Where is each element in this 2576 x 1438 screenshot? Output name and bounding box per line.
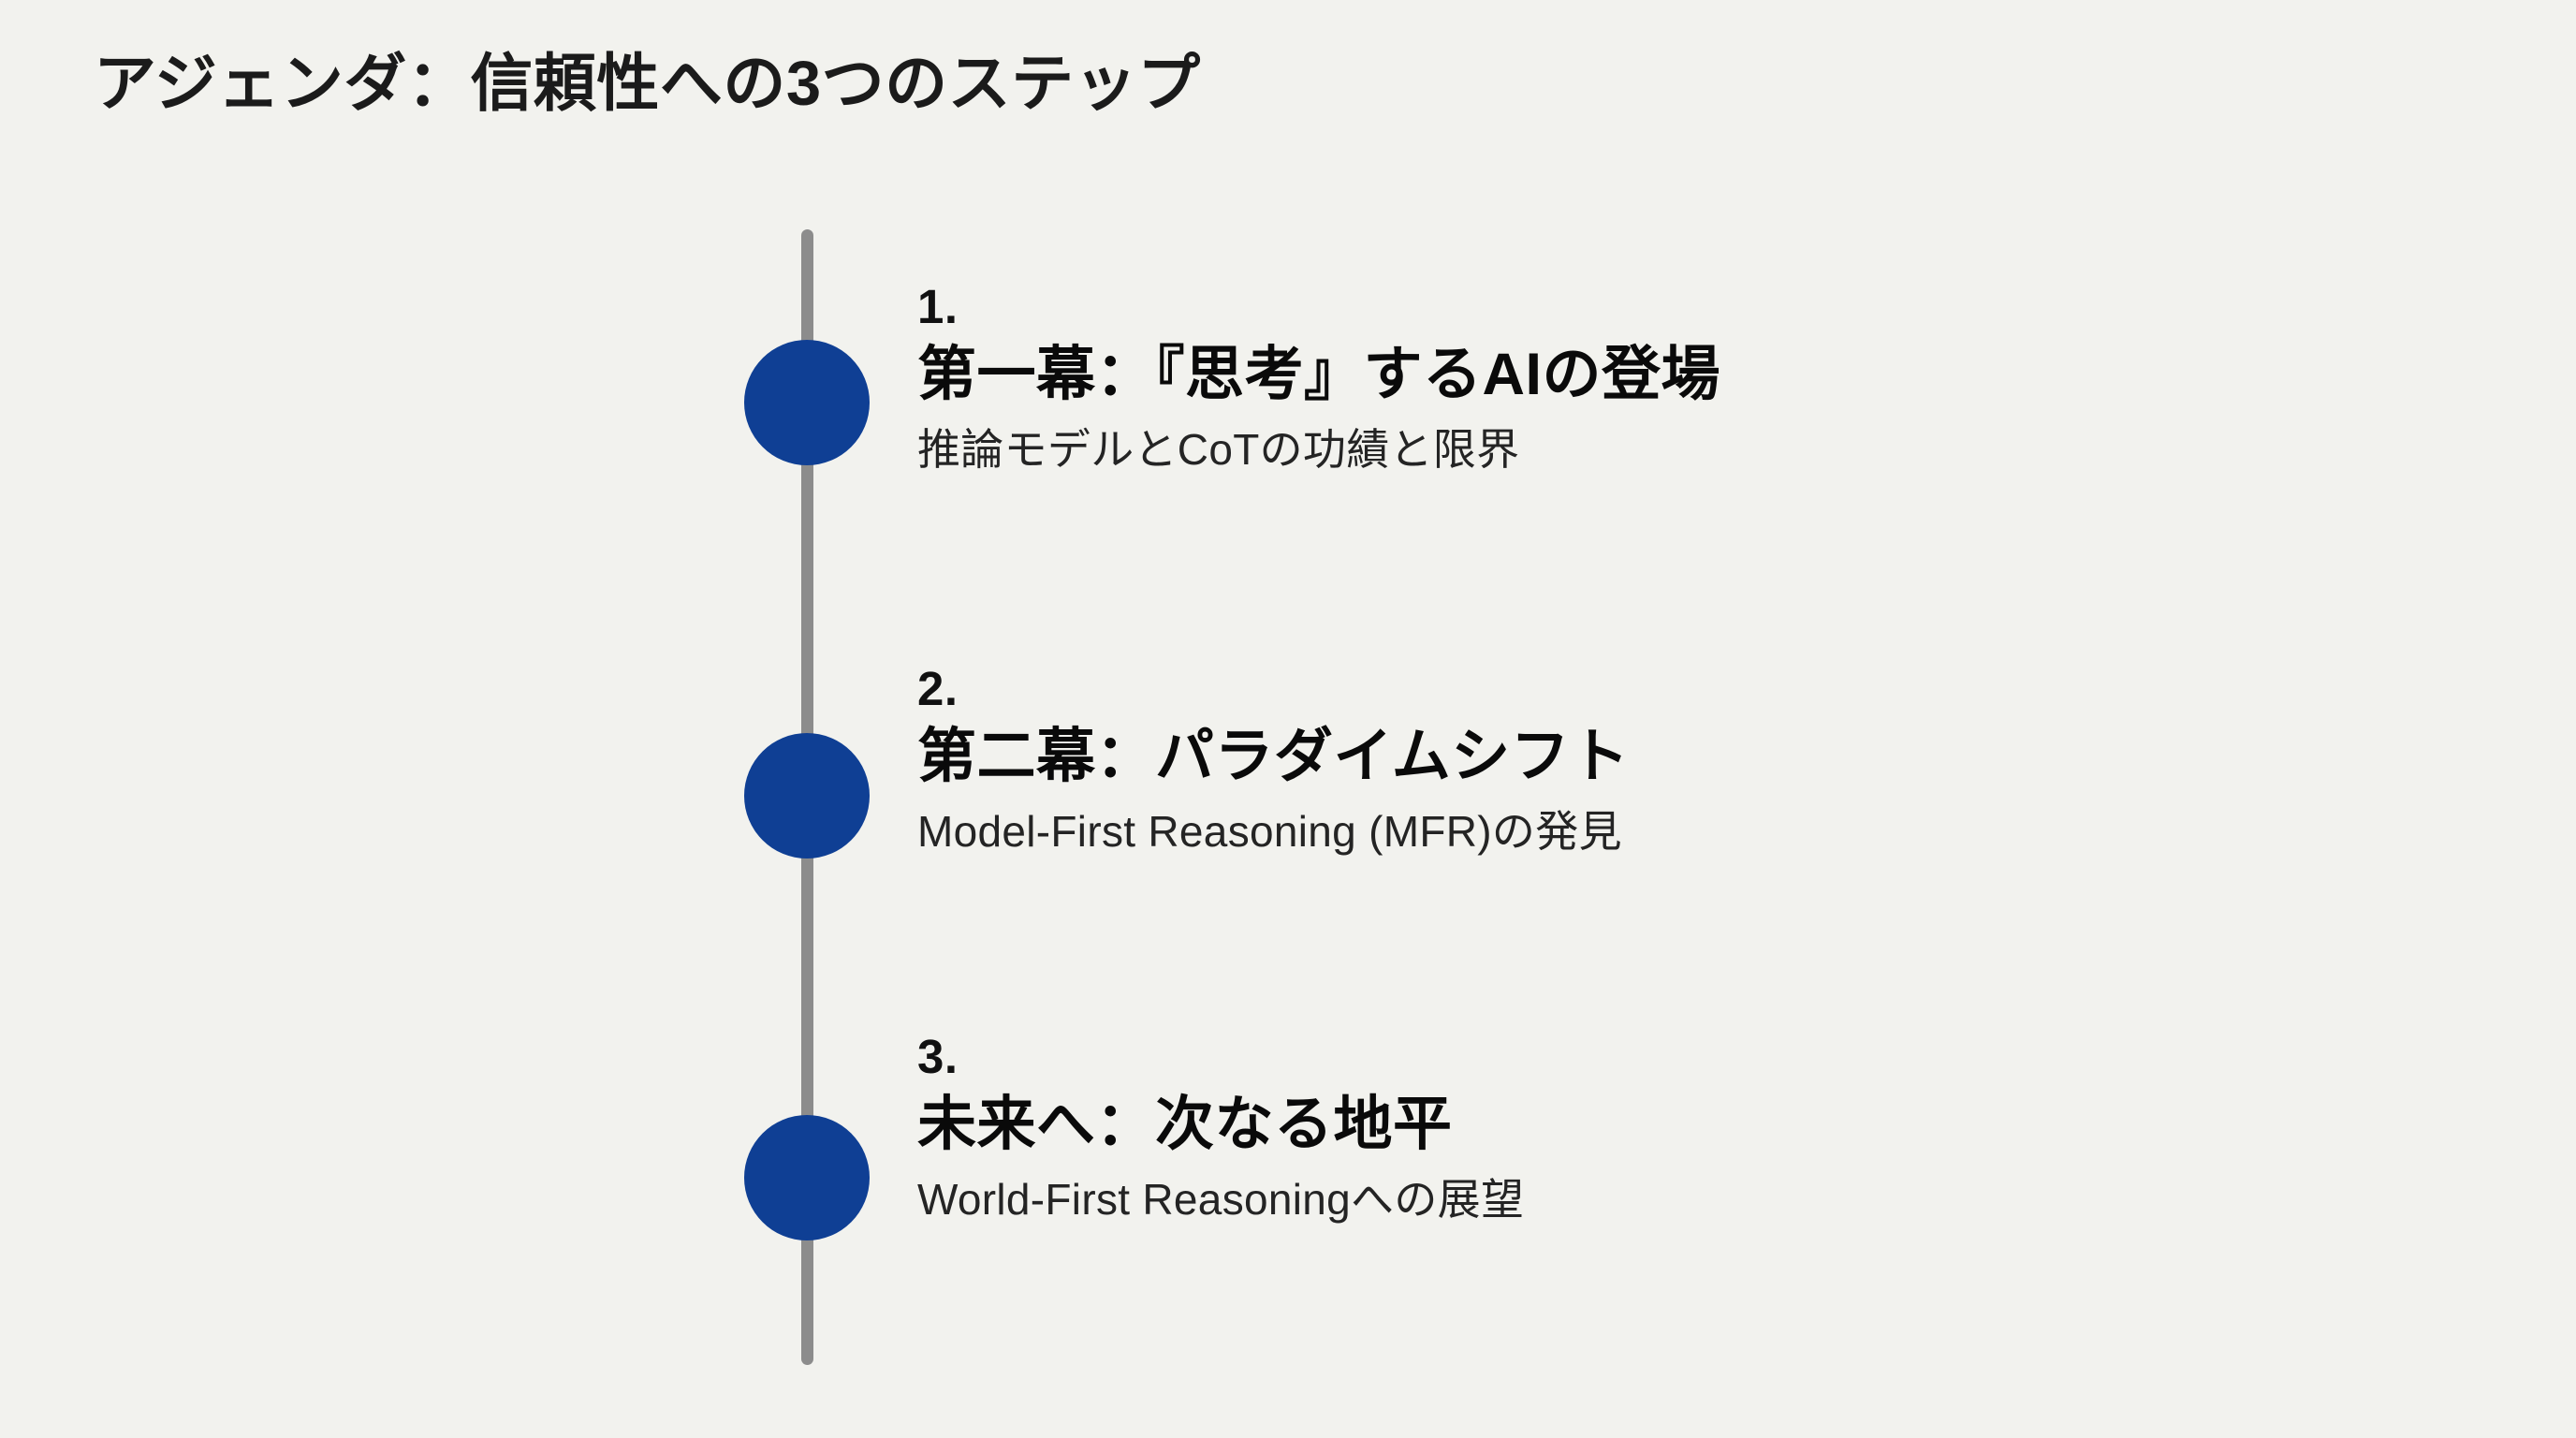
page-title: アジェンダ：信頼性への3つのステップ	[94, 49, 1201, 119]
timeline-item-3-headline: 未来へ：次なる地平	[917, 1092, 1453, 1158]
timeline-item-1[interactable]: 1. 第一幕：『思考』するAIの登場 推論モデルとCoTの功績と限界	[917, 281, 1720, 478]
timeline-item-1-number: 1.	[917, 280, 959, 333]
timeline-item-2-headline: 第二幕：パラダイムシフト	[917, 724, 1630, 790]
timeline-item-3[interactable]: 3. 未来へ：次なる地平 World-First Reasoningへの展望	[917, 1031, 1524, 1228]
timeline-item-2[interactable]: 2. 第二幕：パラダイムシフト Model-First Reasoning (M…	[917, 663, 1630, 860]
timeline-item-1-subtitle: 推論モデルとCoTの功績と限界	[917, 425, 1520, 475]
timeline-dot-1	[744, 340, 870, 465]
timeline-item-1-headline: 第一幕：『思考』するAIの登場	[917, 342, 1720, 408]
timeline-dot-2	[744, 733, 870, 858]
timeline-item-2-subtitle: Model-First Reasoning (MFR)の発見	[917, 807, 1622, 857]
timeline-item-3-subtitle: World-First Reasoningへの展望	[917, 1175, 1525, 1225]
timeline-item-2-number: 2.	[917, 662, 959, 715]
timeline-item-3-number: 3.	[917, 1030, 959, 1083]
timeline-dot-3	[744, 1115, 870, 1240]
